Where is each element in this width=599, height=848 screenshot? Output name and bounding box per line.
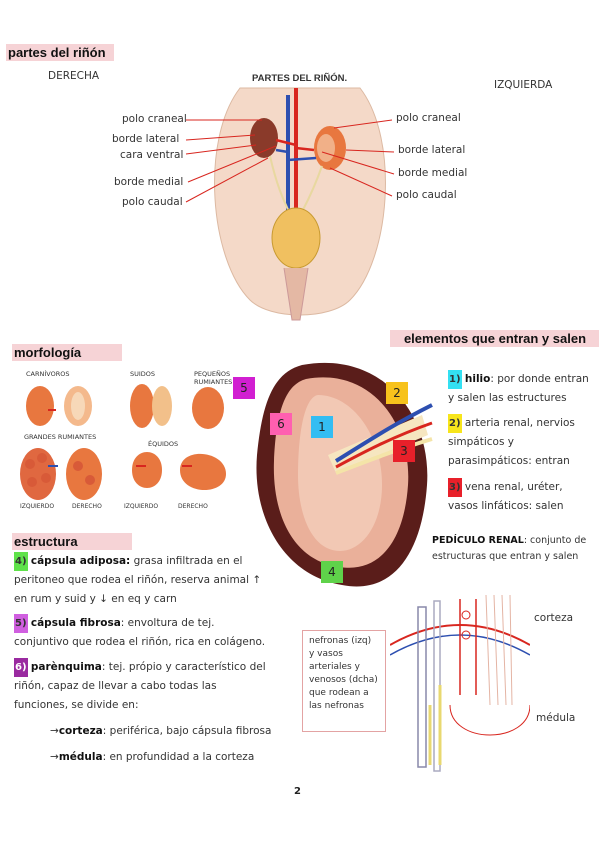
elemento-1: 1) hilio: por donde entran y salen las e… (448, 370, 594, 408)
marker-3: 3 (393, 440, 415, 462)
pediculo-renal: PEDÍCULO RENAL: conjunto de estructuras … (432, 533, 592, 565)
sub-corteza-arrow: → (50, 725, 59, 737)
label-medula: médula (536, 712, 576, 724)
label-izquierdo-1: IZQUIERDO (20, 503, 55, 510)
marker-4: 4 (321, 561, 343, 583)
sub-medula-text: : en profundidad a la corteza (102, 751, 255, 763)
bladder (271, 207, 321, 269)
label-r-borde-lateral: borde lateral (398, 144, 466, 156)
heading-estructura: estructura (12, 533, 132, 550)
label-l-borde-lateral: borde lateral (112, 133, 180, 145)
label-izquierda: IZQUIERDA (494, 79, 553, 91)
elemento-3: 3) vena renal, uréter, vasos linfáticos:… (448, 478, 594, 516)
estructura-5: 5) cápsula fibrosa: envoltura de tej. co… (14, 614, 272, 652)
estructura-6-num: 6) (14, 658, 28, 677)
marker-1: 1 (311, 416, 333, 438)
estructura-4: 4) cápsula adiposa: grasa infiltrada en … (14, 552, 272, 609)
label-izquierdo-2: IZQUIERDO (124, 503, 159, 510)
sub-corteza: →corteza: periférica, bajo cápsula fibro… (50, 722, 290, 741)
label-l-polo-craneal: polo craneal (122, 113, 187, 125)
estructura-6-bold: parènquima (30, 661, 102, 673)
elemento-3-num: 3) (448, 478, 462, 497)
elemento-2-text: arteria renal, nervios simpáticos y para… (448, 417, 575, 467)
elemento-1-bold: hilio (464, 373, 491, 385)
label-r-polo-caudal: polo caudal (396, 189, 457, 201)
elemento-1-num: 1) (448, 370, 462, 389)
label-equidos: ÉQUIDOS (148, 440, 179, 448)
label-r-borde-medial: borde medial (398, 167, 468, 179)
label-derecho-1: DERECHO (72, 503, 102, 510)
label-derecha: DERECHA (48, 70, 100, 82)
marker-2: 2 (386, 382, 408, 404)
page-number: 2 (294, 786, 301, 797)
marker-6: 6 (270, 413, 292, 435)
label-l-borde-medial: borde medial (114, 176, 184, 188)
estructura-6-text: : tej. própio y característico del riñón… (14, 661, 266, 711)
elemento-3-text: vena renal, uréter, vasos linfáticos: sa… (448, 481, 564, 512)
estructura-5-num: 5) (14, 614, 28, 633)
morphology-figure (20, 384, 226, 500)
label-carnivoros: CARNÍVOROS (26, 370, 70, 378)
label-grandes-rumiantes: GRANDES RUMIANTES (24, 433, 97, 441)
label-l-polo-caudal: polo caudal (122, 196, 183, 208)
estructura-5-bold: cápsula fibrosa (30, 617, 121, 629)
elemento-2-num: 2) (448, 414, 462, 433)
pediculo-text: : conjunto de estructuras que entran y s… (432, 535, 587, 562)
label-pequenos: PEQUEÑOS (194, 370, 231, 378)
sub-medula-arrow: → (50, 751, 59, 763)
elemento-2: 2) arteria renal, nervios simpáticos y p… (448, 414, 594, 471)
estructura-4-num: 4) (14, 552, 28, 571)
estructura-4-text: grasa infiltrada en el peritoneo que rod… (14, 555, 262, 605)
label-corteza: corteza (534, 612, 574, 624)
nephron-note: nefronas (izq) y vasos arteriales y veno… (302, 630, 386, 732)
nephron-figure (390, 594, 530, 772)
label-derecho-2: DERECHO (178, 503, 208, 510)
label-r-polo-craneal: polo craneal (396, 112, 461, 124)
heading-partes: partes del riñón (6, 44, 114, 61)
right-kidney (250, 118, 278, 158)
elemento-1-text: : por donde entran y salen las estructur… (448, 373, 589, 404)
sub-medula-bold: médula (58, 751, 103, 763)
estructura-4-bold: cápsula adiposa: (30, 555, 131, 567)
estructura-6: 6) parènquima: tej. própio y característ… (14, 658, 272, 715)
label-rumiantes: RUMIANTES (194, 378, 233, 386)
kidney-section-figure (256, 362, 433, 587)
heading-elementos: elementos que entran y salen (390, 330, 599, 347)
sub-corteza-text: : periférica, bajo cápsula fibrosa (102, 725, 272, 737)
figure-title: PARTES DEL RIÑÓN. (252, 73, 348, 84)
label-suidos: SUIDOS (130, 370, 156, 378)
sub-corteza-bold: corteza (58, 725, 103, 737)
heading-morfologia: morfología (12, 344, 122, 361)
sub-medula: →médula: en profundidad a la corteza (50, 748, 290, 767)
marker-5: 5 (233, 377, 255, 399)
estructura-5-text: : envoltura de tej. conjuntivo que rodea… (14, 617, 266, 648)
label-l-cara-ventral: cara ventral (120, 149, 184, 161)
pediculo-bold: PEDÍCULO RENAL (432, 535, 524, 546)
